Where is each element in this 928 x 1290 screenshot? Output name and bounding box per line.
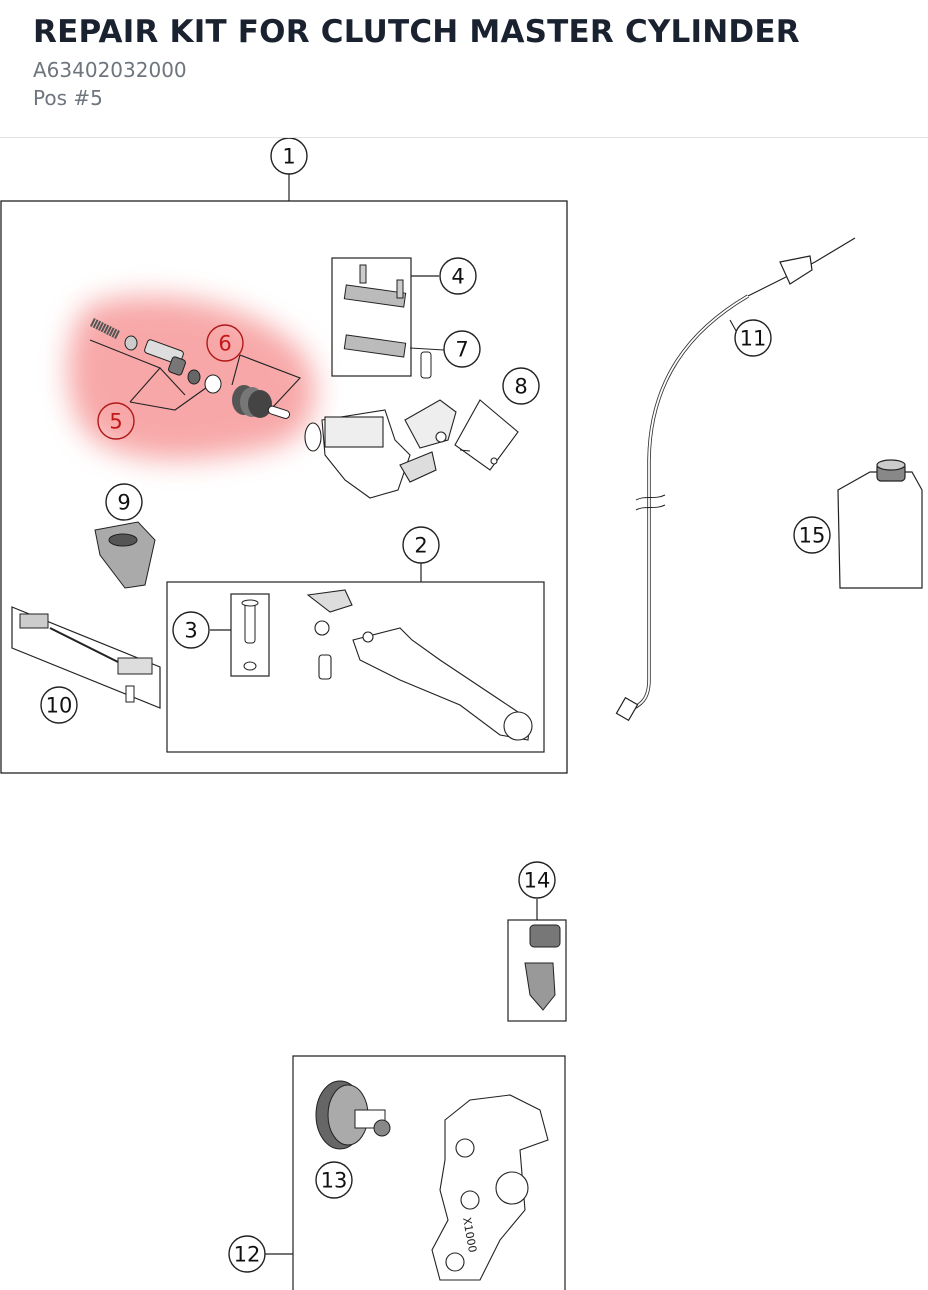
leader-lines (89, 319, 741, 471)
callout-circle (172, 611, 210, 649)
callout-15[interactable]: 15 (793, 516, 831, 554)
callout-label: 4 (451, 265, 464, 289)
callout-circle (97, 402, 135, 440)
callout-circle (734, 319, 772, 357)
clutch-lever-part (306, 589, 533, 741)
callout-circle (40, 686, 78, 724)
clutch-switch-part (19, 613, 153, 703)
reservoir-cover-part (343, 264, 407, 358)
callout-1[interactable]: 1 (270, 138, 308, 175)
seal-kit-part (232, 385, 291, 419)
callout-label: 1 (282, 145, 295, 169)
pin-box (230, 593, 270, 677)
slave-cylinder-box (292, 1055, 566, 1290)
callout-7[interactable]: 7 (443, 330, 481, 368)
callout-3[interactable]: 3 (172, 611, 210, 649)
page-title: REPAIR KIT FOR CLUTCH MASTER CYLINDER (33, 14, 800, 50)
callout-circle (443, 330, 481, 368)
piston-part (89, 317, 222, 394)
part-number: A63402032000 (33, 58, 187, 82)
callout-2[interactable]: 2 (402, 526, 440, 564)
callout-6[interactable]: 6 (206, 324, 244, 362)
callout-label: 10 (46, 694, 73, 718)
callout-9[interactable]: 9 (105, 483, 143, 521)
callout-label: 13 (321, 1169, 348, 1193)
slave-cylinder-part (431, 1094, 549, 1281)
position-label: Pos #5 (33, 86, 103, 110)
lever-cap-part (94, 521, 156, 589)
callout-circle (228, 1235, 266, 1273)
callout-label: 6 (218, 332, 231, 356)
callout-12[interactable]: 12 (228, 1235, 266, 1273)
page-header: REPAIR KIT FOR CLUTCH MASTER CYLINDER A6… (0, 0, 928, 138)
callout-label: 15 (799, 524, 826, 548)
pivot-pin-part (241, 599, 259, 671)
group-box-1 (0, 200, 568, 774)
callout-label: 11 (740, 327, 767, 351)
callout-circle (105, 483, 143, 521)
callout-label: 5 (109, 410, 122, 434)
callout-circle (402, 526, 440, 564)
callout-circle (315, 1161, 353, 1199)
callout-label: 8 (514, 375, 527, 399)
callout-circle (206, 324, 244, 362)
callout-circle (502, 367, 540, 405)
reservoir-cover-box (331, 257, 412, 377)
callout-circle (793, 516, 831, 554)
callout-13[interactable]: 13 (315, 1161, 353, 1199)
switch-box (11, 606, 161, 709)
callout-label: 7 (455, 338, 468, 362)
group-box-2 (166, 581, 545, 753)
fitting-part (524, 924, 561, 1011)
engraving-text: X1000 (460, 1216, 479, 1253)
callout-5[interactable]: 5 (97, 402, 135, 440)
clutch-hose-part (615, 237, 856, 722)
callout-10[interactable]: 10 (40, 686, 78, 724)
callout-label: 9 (117, 491, 130, 515)
callout-4[interactable]: 4 (439, 257, 477, 295)
callout-label: 2 (414, 534, 427, 558)
screw-part (420, 351, 432, 379)
fluid-bottle-part (837, 459, 923, 589)
callout-circle (518, 861, 556, 899)
callout-8[interactable]: 8 (502, 367, 540, 405)
callout-circle (270, 138, 308, 175)
callout-label: 12 (234, 1243, 261, 1267)
slave-seal-part (315, 1080, 391, 1150)
callout-circle (439, 257, 477, 295)
callout-label: 14 (524, 869, 551, 893)
callout-14[interactable]: 14 (518, 861, 556, 899)
callout-label: 3 (184, 619, 197, 643)
master-cylinder-body (304, 399, 498, 499)
callout-11[interactable]: 11 (734, 319, 772, 357)
